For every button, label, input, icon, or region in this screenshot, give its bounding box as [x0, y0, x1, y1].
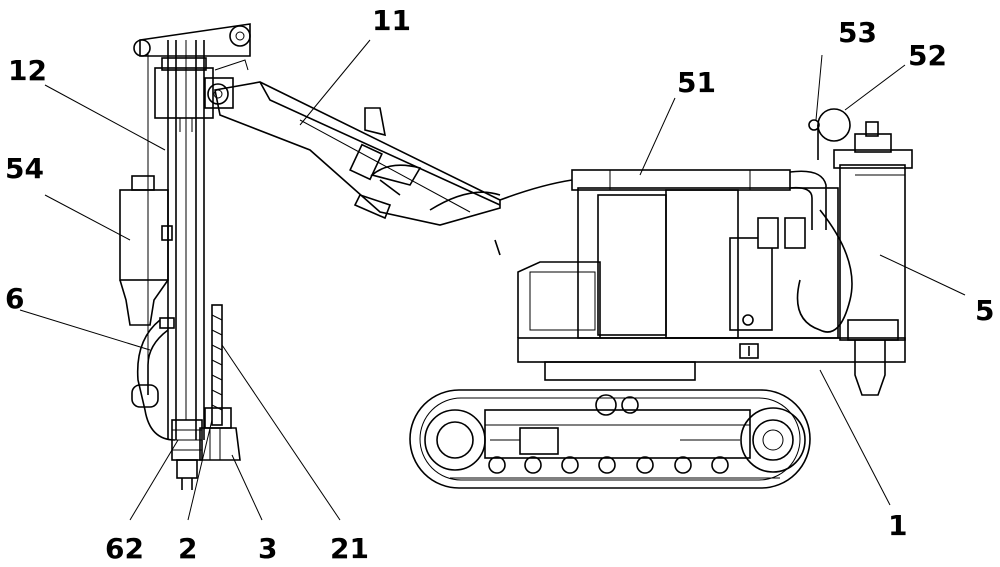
- mast: [133, 23, 251, 440]
- label-11: 11: [372, 4, 411, 37]
- label-53: 53: [838, 16, 877, 49]
- upper-carriage: [517, 187, 906, 381]
- hose-assembly: [131, 317, 203, 490]
- label-21: 21: [330, 532, 369, 565]
- label-6: 6: [5, 282, 24, 315]
- clamp-base: [199, 407, 241, 461]
- rear-tank: [833, 121, 913, 396]
- label-5: 5: [975, 294, 994, 327]
- label-12: 12: [8, 54, 47, 87]
- label-52: 52: [908, 39, 947, 72]
- label-3: 3: [258, 532, 277, 565]
- crawler-track: [409, 389, 811, 489]
- leader-lines: [19, 39, 966, 521]
- hose-rear: [796, 209, 853, 333]
- label-1: 1: [888, 509, 907, 542]
- drill-rod: [211, 304, 223, 426]
- boom: [214, 81, 573, 256]
- label-51: 51: [677, 66, 716, 99]
- label-62: 62: [105, 532, 144, 565]
- pressure-gauge: [808, 108, 851, 160]
- label-2: 2: [178, 532, 197, 565]
- side-tank: [119, 175, 173, 326]
- track-rollers: [488, 456, 729, 474]
- label-54: 54: [5, 152, 44, 185]
